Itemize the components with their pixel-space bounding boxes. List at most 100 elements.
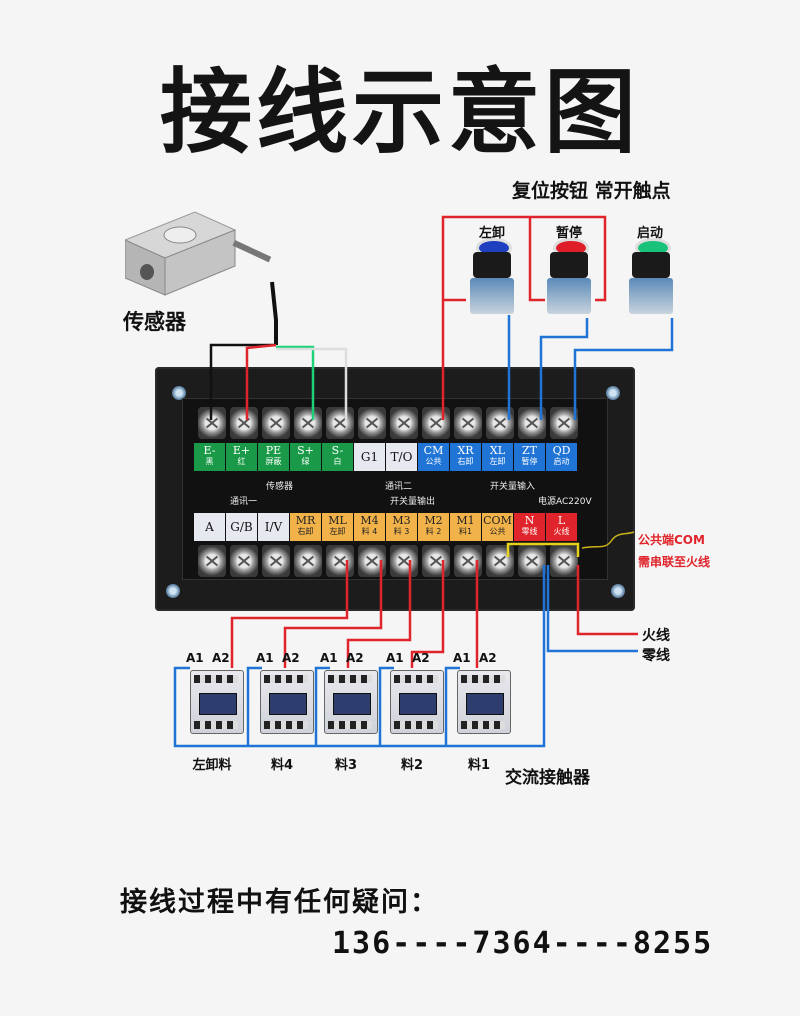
mount-screw-icon xyxy=(172,386,186,400)
terminal-code: M3 xyxy=(392,514,411,527)
push-button-pause[interactable] xyxy=(545,238,595,328)
terminal-screw[interactable] xyxy=(518,545,546,577)
coil-a1-label: A1 xyxy=(386,651,404,665)
button-label-start: 启动 xyxy=(636,226,663,241)
coil-a2-label: A2 xyxy=(212,651,230,665)
terminal-screw[interactable] xyxy=(358,407,386,439)
terminal-label-a: A xyxy=(194,513,225,541)
terminal-label-e: E+红 xyxy=(226,443,257,471)
note-line2: 需串联至火线 xyxy=(638,555,711,569)
terminal-code: MR xyxy=(295,514,316,527)
terminal-code: ZT xyxy=(522,444,537,457)
ac-contactor xyxy=(324,670,378,734)
push-button-left-unload[interactable] xyxy=(468,238,518,328)
terminal-code: G/B xyxy=(230,520,253,534)
terminal-screw[interactable] xyxy=(294,407,322,439)
coil-a1-label: A1 xyxy=(453,651,471,665)
wire-bus-5 xyxy=(444,666,460,746)
mount-screw-icon xyxy=(166,584,180,598)
terminal-screw[interactable] xyxy=(262,545,290,577)
contactor-label: 料1 xyxy=(467,758,491,773)
terminal-desc: 红 xyxy=(237,457,246,466)
terminal-code: N xyxy=(524,514,535,527)
terminal-screw[interactable] xyxy=(294,545,322,577)
terminal-label-s: S-白 xyxy=(322,443,353,471)
terminal-screw[interactable] xyxy=(550,545,578,577)
terminal-screw[interactable] xyxy=(454,407,482,439)
mount-screw-icon xyxy=(606,386,620,400)
contactor-label: 左卸料 xyxy=(192,758,232,773)
wire-bus-2 xyxy=(246,666,262,746)
group-label-sensor: 传感器 xyxy=(266,482,294,492)
terminal-label-g1: G1 xyxy=(354,443,385,471)
wire-yellow-jumper xyxy=(506,542,580,557)
terminal-screw[interactable] xyxy=(550,407,578,439)
load-cell-sensor-image xyxy=(123,200,272,296)
group-label-power: 电源AC220V xyxy=(538,497,592,507)
terminal-code: S+ xyxy=(297,444,314,457)
terminal-desc: 屏蔽 xyxy=(265,457,282,466)
ac-contactor xyxy=(457,670,511,734)
terminal-screw[interactable] xyxy=(422,407,450,439)
terminal-screw[interactable] xyxy=(390,545,418,577)
wire-blue-qd xyxy=(573,318,674,420)
terminal-screw[interactable] xyxy=(326,545,354,577)
wire-bus-3 xyxy=(314,666,330,746)
group-label-comm2: 通讯二 xyxy=(385,482,413,492)
sensor-cable xyxy=(270,281,278,345)
terminal-code: XL xyxy=(489,444,506,457)
terminal-code: A xyxy=(205,520,214,534)
group-label-switch-output: 开关量输出 xyxy=(390,497,436,507)
contactor-label: 料4 xyxy=(270,758,294,773)
terminal-desc: 火线 xyxy=(553,527,570,536)
terminal-code: COM xyxy=(483,514,512,527)
terminal-desc: 料1 xyxy=(458,527,473,536)
coil-a2-label: A2 xyxy=(479,651,497,665)
wire-live xyxy=(576,565,638,636)
push-button-start[interactable] xyxy=(627,238,677,328)
contactor-label: 料3 xyxy=(334,758,358,773)
phone-number[interactable]: 136----7364----8255 xyxy=(332,926,714,961)
page-title: 接线示意图 xyxy=(159,59,640,166)
contactor-title: 交流接触器 xyxy=(505,768,590,788)
group-label-switch-input: 开关量输入 xyxy=(490,482,536,492)
terminal-desc: 启动 xyxy=(553,457,570,466)
terminal-desc: 左卸 xyxy=(329,527,346,536)
neutral-line-label: 零线 xyxy=(642,648,670,664)
terminal-label-gb: G/B xyxy=(226,513,257,541)
terminal-desc: 零线 xyxy=(521,527,538,536)
terminal-screw[interactable] xyxy=(198,545,226,577)
terminal-screw[interactable] xyxy=(390,407,418,439)
terminal-code: I/V xyxy=(264,520,283,534)
terminal-desc: 绿 xyxy=(301,457,310,466)
wire-red-sensor xyxy=(245,343,277,420)
terminal-screw[interactable] xyxy=(230,407,258,439)
terminal-screw[interactable] xyxy=(230,545,258,577)
terminal-screw[interactable] xyxy=(326,407,354,439)
coil-a2-label: A2 xyxy=(412,651,430,665)
terminal-screw[interactable] xyxy=(262,407,290,439)
terminal-desc: 料 2 xyxy=(425,527,442,536)
terminal-code: QD xyxy=(552,444,571,457)
coil-a2-label: A2 xyxy=(346,651,364,665)
terminal-code: G1 xyxy=(360,450,379,464)
terminal-desc: 公共 xyxy=(489,527,506,536)
terminal-label-iv: I/V xyxy=(258,513,289,541)
terminal-screw[interactable] xyxy=(486,545,514,577)
terminal-desc: 料 3 xyxy=(393,527,410,536)
wire-black xyxy=(209,343,276,420)
group-label-comm1: 通讯一 xyxy=(230,497,258,507)
terminal-screw[interactable] xyxy=(422,545,450,577)
terminal-desc: 右卸 xyxy=(457,457,474,466)
